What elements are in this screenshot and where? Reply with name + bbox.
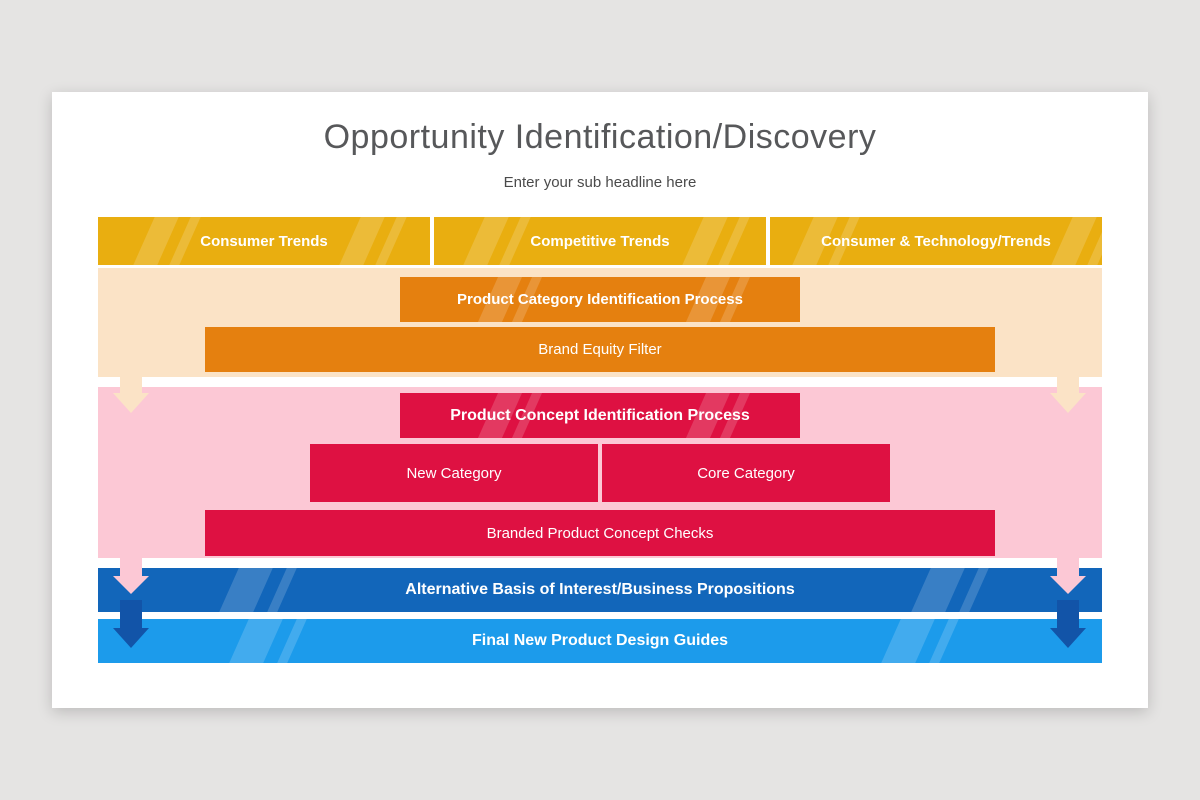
shine-decoration <box>272 619 311 663</box>
down-arrow-navy-left <box>113 600 149 648</box>
header-bar-label: Consumer Trends <box>200 232 328 250</box>
bar-label: Alternative Basis of Interest/Business P… <box>405 581 795 598</box>
header-bar-competitive-trends: Competitive Trends <box>434 217 766 265</box>
bar-label: Core Category <box>697 464 795 482</box>
page-title: Opportunity Identification/Discovery <box>323 118 877 156</box>
shine-decoration <box>924 619 964 663</box>
shine-decoration <box>1083 217 1102 265</box>
down-arrow-pink-left <box>113 548 149 594</box>
header-bar-consumer-trends: Consumer Trends <box>98 217 430 265</box>
new-category-bar: New Category <box>310 444 598 502</box>
product-category-identification-bar: Product Category Identification Process <box>400 277 800 322</box>
shine-decoration <box>876 619 940 663</box>
shine-decoration <box>224 619 287 663</box>
bar-label: Product Concept Identification Process <box>450 406 750 424</box>
product-concept-identification-bar: Product Concept Identification Process <box>400 393 800 438</box>
bar-label: New Category <box>406 464 502 482</box>
bar-label: Brand Equity Filter <box>538 341 662 358</box>
shine-decoration <box>677 217 733 265</box>
shine-decoration <box>907 568 970 612</box>
alternative-basis-bar: Alternative Basis of Interest/Business P… <box>98 568 1102 612</box>
header-bar-label: Competitive Trends <box>530 232 670 250</box>
bar-label: Product Category Identification Process <box>457 291 743 308</box>
shine-decoration <box>371 217 412 265</box>
branded-product-concept-checks-bar: Branded Product Concept Checks <box>205 510 995 556</box>
final-design-guides-bar: Final New Product Design Guides <box>98 619 1102 663</box>
header-bar-consumer-technology-trends: Consumer & Technology/Trends <box>770 217 1102 265</box>
process-diagram: Consumer Trends Competitive Trends Consu… <box>98 92 1102 708</box>
shine-decoration <box>262 568 301 612</box>
shine-decoration <box>955 568 994 612</box>
slide-subtitle: Enter your sub headline here <box>503 174 697 191</box>
shine-decoration <box>129 217 184 265</box>
header-bar-label: Consumer & Technology/Trends <box>821 232 1051 250</box>
bar-label: Branded Product Concept Checks <box>486 524 714 542</box>
down-arrow-navy-right <box>1050 600 1086 648</box>
shine-decoration <box>335 217 390 265</box>
core-category-bar: Core Category <box>602 444 890 502</box>
brand-equity-filter-bar: Brand Equity Filter <box>205 327 995 372</box>
down-arrow-peach-right <box>1050 365 1086 413</box>
down-arrow-pink-right <box>1050 548 1086 594</box>
slide: Opportunity Identification/Discovery Ent… <box>52 92 1148 708</box>
shine-decoration <box>713 217 755 265</box>
shine-decoration <box>458 217 513 265</box>
down-arrow-peach-left <box>113 365 149 413</box>
bar-label: Final New Product Design Guides <box>471 632 729 649</box>
shine-decoration <box>214 568 277 612</box>
